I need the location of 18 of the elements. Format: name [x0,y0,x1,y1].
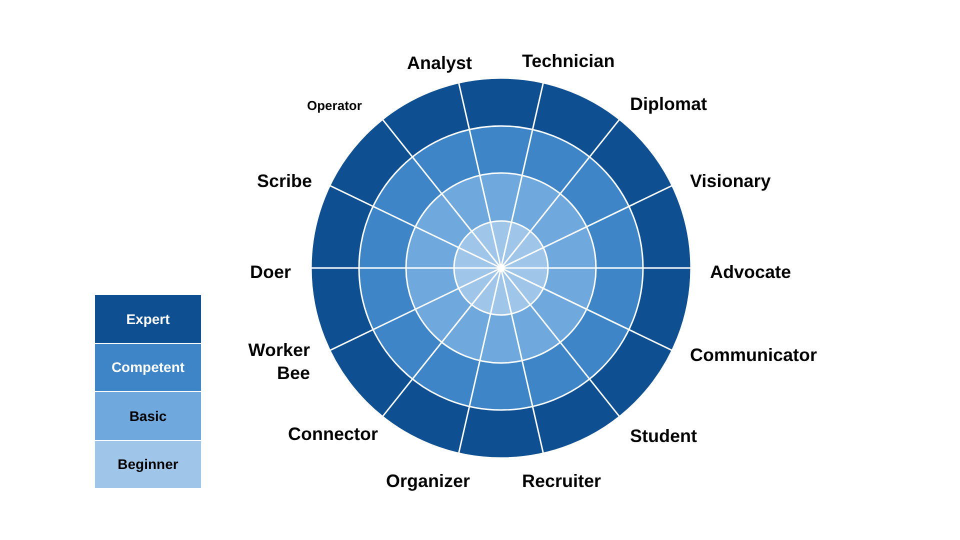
legend-label: Basic [129,408,167,424]
role-label: Advocate [710,261,792,284]
role-label: Analyst [407,52,472,75]
role-label: Diplomat [630,93,708,116]
role-label: Doer [250,261,292,284]
role-label: Worker Bee [247,339,310,386]
legend-label: Competent [111,359,185,376]
role-label: Visionary [690,170,771,193]
role-label: Scribe [257,170,312,193]
role-label: Student [630,425,697,448]
role-label: Operator [307,98,362,115]
role-label: Recruiter [522,470,602,493]
role-label: Technician [522,50,615,73]
role-label: Organizer [386,470,470,493]
legend-label: Expert [126,310,170,327]
role-label: Connector [288,423,378,446]
legend-label: Beginner [118,456,178,472]
role-label: Communicator [690,344,818,367]
